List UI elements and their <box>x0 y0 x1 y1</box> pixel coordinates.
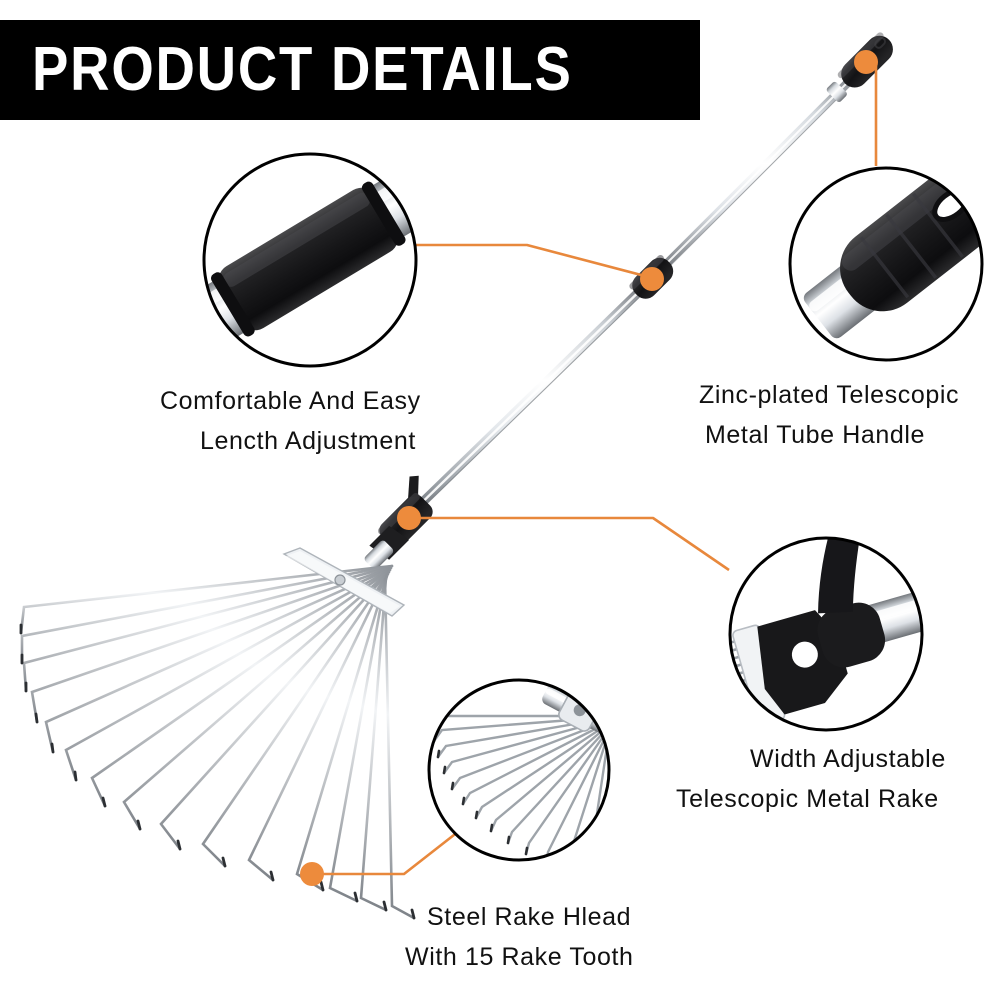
leader-line-steel-rake-head <box>320 822 469 876</box>
rake-tine-tips <box>19 623 416 920</box>
caption-line-2: Metal Tube Handle <box>705 420 926 449</box>
caption-line-1: Comfortable And Easy <box>160 387 421 415</box>
caption-line-2: Telescopic Metal Rake <box>676 784 939 813</box>
callout-circle-steel-rake-head <box>427 678 611 862</box>
anchor-dot-width-adjustable <box>397 506 421 530</box>
rake-spreader-bar <box>282 547 406 617</box>
upper-pole-section <box>650 68 862 281</box>
leader-line-telescopic-handle <box>872 64 878 166</box>
callout-circle-comfortable-grip <box>202 152 418 368</box>
caption-telescopic-handle: Zinc-plated Telescopic Metal Tube Handle <box>699 376 959 455</box>
callout-anchor-dots <box>300 50 878 886</box>
anchor-dot-comfortable-grip <box>640 267 664 291</box>
caption-line-1: Steel Rake Hlead <box>427 903 632 931</box>
anchor-dot-steel-rake-head <box>300 862 324 886</box>
caption-line-2: Lencth Adjustment <box>200 426 416 455</box>
leader-line-width-adjustable <box>418 516 730 572</box>
caption-line-1: Width Adjustable <box>750 745 946 773</box>
anchor-dot-telescopic-handle <box>854 50 878 74</box>
caption-steel-rake-head: Steel Rake Hlead With 15 Rake Tooth <box>405 898 634 977</box>
callout-circle-width-adjustable <box>728 536 924 732</box>
rake-head-tines <box>19 564 416 920</box>
callout-circle-telescopic-handle <box>788 166 984 362</box>
lower-pole-section <box>399 275 656 525</box>
caption-line-1: Zinc-plated Telescopic <box>699 381 960 409</box>
caption-line-2: With 15 Rake Tooth <box>405 942 634 971</box>
page-title: PRODUCT DETAILS <box>32 35 573 104</box>
leader-line-comfortable-grip <box>414 243 646 278</box>
caption-width-adjustable: Width Adjustable Telescopic Metal Rake <box>676 740 946 819</box>
caption-comfortable-grip: Comfortable And Easy Lencth Adjustment <box>160 382 421 461</box>
header-banner: PRODUCT DETAILS <box>0 20 700 120</box>
